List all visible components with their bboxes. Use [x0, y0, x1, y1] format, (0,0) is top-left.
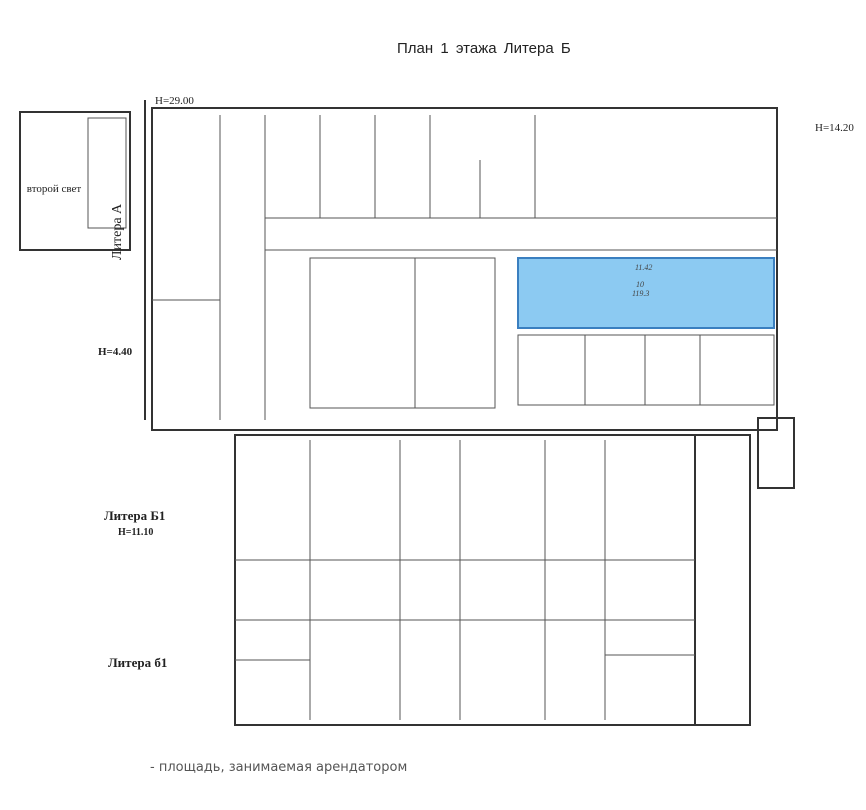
room-block: [517, 334, 775, 406]
litera-b1-label: Литера Б1: [104, 508, 166, 523]
lower-block-wall: [234, 434, 696, 726]
litera-b1-small-label: Литера б1: [108, 655, 168, 670]
height-label-11: Н=11.10: [118, 527, 154, 538]
rented-room-area: 119.3: [632, 289, 649, 298]
rented-room-highlight[interactable]: [517, 257, 775, 329]
height-label-4: Н=4.40: [98, 346, 133, 358]
annex-wall: [19, 111, 131, 251]
rented-room-width: 11.42: [635, 263, 652, 272]
lower-east-wall: [694, 434, 751, 726]
rented-room-number: 10: [636, 280, 644, 289]
litera-a-label: Литера А: [110, 203, 125, 260]
height-label-14: Н=14.20: [815, 122, 854, 134]
room-block: [309, 257, 496, 409]
second-light-label: второй свет: [26, 183, 82, 195]
plan-title: План 1 этажа Литера Б: [397, 40, 571, 57]
height-label-29: Н=29.00: [155, 95, 194, 107]
legend-text: - площадь, занимаемая арендатором: [150, 760, 408, 775]
stair-room: [87, 117, 127, 229]
east-stair-wall: [757, 417, 795, 489]
